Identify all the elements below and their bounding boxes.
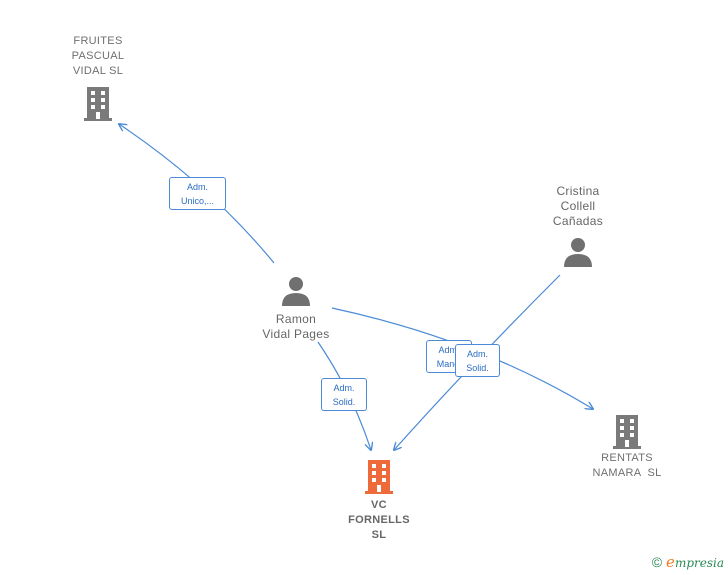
building-icon (613, 415, 641, 449)
edge-label-ramon-vc[interactable]: Adm. Solid. (321, 378, 367, 411)
edge-label-ramon-fruites[interactable]: Adm. Unico,... (169, 177, 226, 210)
node-label: Cristina Collell Cañadas (552, 184, 604, 228)
node-vc-fornells[interactable]: VC FORNELLS SL (329, 458, 429, 543)
node-label: RENTATS NAMARA SL (592, 452, 662, 479)
brand-name: mpresia (674, 556, 724, 570)
building-icon (84, 87, 112, 121)
node-label: FRUITES PASCUAL VIDAL SL (71, 35, 125, 77)
person-icon (282, 277, 310, 306)
node-rentats-namara[interactable]: RENTATS NAMARA SL (577, 413, 677, 481)
copyright-icon: © (651, 554, 663, 570)
node-cristina-collell-canadas[interactable]: Cristina Collell Cañadas (528, 184, 628, 267)
edge-label-cristina-vc[interactable]: Adm. Solid. (455, 344, 500, 377)
node-fruites-pascual-vidal[interactable]: FRUITES PASCUAL VIDAL SL (48, 34, 148, 121)
node-label: VC FORNELLS SL (348, 499, 410, 541)
building-icon (365, 460, 393, 494)
node-label: Ramon Vidal Pages (262, 312, 330, 341)
person-icon (564, 238, 592, 267)
brand-initial: e (666, 553, 675, 571)
node-ramon-vidal-pages[interactable]: Ramon Vidal Pages (246, 276, 346, 342)
empresia-watermark: ©empresia (652, 553, 724, 571)
